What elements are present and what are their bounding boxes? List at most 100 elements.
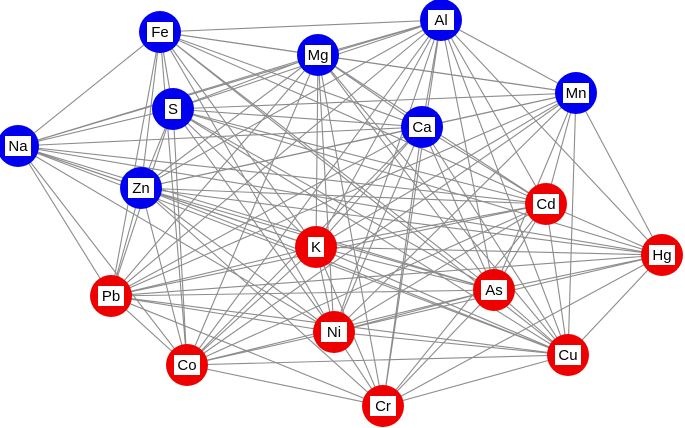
edge-hg-pb [110, 254, 663, 297]
node-label: Zn [132, 180, 150, 197]
node-label-box [174, 355, 200, 375]
node-mn: Mn [555, 72, 597, 114]
node-label: Pb [102, 288, 120, 305]
edge-ca-zn [140, 126, 423, 189]
node-label: Mg [308, 47, 329, 64]
node-label-box [98, 286, 124, 306]
edge-hg-cr [382, 254, 663, 407]
edge-hg-as [493, 254, 663, 291]
node-fe: Fe [139, 11, 181, 53]
edge-mn-co [186, 92, 577, 366]
edge-mn-k [315, 92, 577, 248]
edge-fe-as [159, 31, 495, 291]
node-label-box [563, 83, 589, 103]
node-label: S [168, 101, 178, 118]
edge-al-cd [440, 19, 547, 205]
node-label: Fe [151, 24, 169, 41]
edge-pb-ni [110, 295, 335, 333]
edge-zn-ni [140, 187, 335, 333]
edge-al-co [186, 19, 442, 366]
edge-na-ni [17, 145, 335, 333]
node-label-box [555, 345, 581, 365]
node-na: Na [0, 125, 39, 167]
node-label: Cd [536, 196, 555, 213]
node-label: Mn [566, 85, 587, 102]
node-ca: Ca [401, 106, 443, 148]
node-pb: Pb [90, 275, 132, 317]
node-label-box [5, 136, 31, 156]
edge-mg-co [186, 54, 319, 366]
edge-na-co [17, 145, 188, 366]
edge-na-cd [17, 145, 547, 205]
edge-mg-ca [317, 54, 423, 128]
node-s: S [152, 88, 194, 130]
node-label-box [308, 237, 324, 257]
edge-s-na [17, 108, 174, 147]
edge-mg-pb [110, 54, 319, 297]
node-label-box [533, 194, 559, 214]
edge-cd-cr [382, 203, 547, 407]
edge-mn-hg [575, 92, 663, 256]
edge-s-co [172, 108, 188, 366]
edge-zn-k [140, 187, 317, 248]
node-label: Co [177, 357, 196, 374]
node-k: K [295, 226, 337, 268]
edge-na-hg [17, 145, 663, 256]
edge-na-cu [17, 145, 569, 356]
edge-ca-ni [333, 126, 423, 333]
edge-pb-as [110, 289, 495, 297]
edge-al-hg [440, 19, 663, 256]
edge-cd-co [186, 203, 547, 366]
edge-zn-hg [140, 187, 663, 256]
edge-cd-k [315, 203, 547, 248]
edge-cu-cr [382, 354, 569, 407]
edge-as-cr [382, 289, 495, 407]
node-label: K [311, 239, 321, 256]
node-al: Al [420, 0, 462, 41]
edge-s-k [172, 108, 317, 248]
node-label: Ca [412, 119, 432, 136]
node-cd: Cd [525, 183, 567, 225]
node-label: Ni [327, 324, 341, 341]
edge-ca-k [315, 126, 423, 248]
edge-s-ca [172, 108, 423, 128]
node-label-box [409, 117, 435, 137]
edge-al-mn [440, 19, 577, 94]
edge-mg-s [172, 54, 319, 110]
edge-mn-s [172, 92, 577, 110]
edge-k-cu [315, 246, 569, 356]
edge-ca-cd [421, 126, 547, 205]
edge-zn-co [140, 187, 188, 366]
edge-fe-al [159, 19, 442, 33]
edge-co-cr [186, 364, 384, 407]
node-label: Hg [652, 247, 671, 264]
node-label: Na [8, 138, 28, 155]
node-label-box [370, 396, 396, 416]
edge-co-cu [186, 354, 569, 366]
edge-s-cu [172, 108, 569, 356]
edge-fe-k [159, 31, 317, 248]
node-label-box [649, 245, 675, 265]
edge-k-pb [110, 246, 317, 297]
edge-s-hg [172, 108, 663, 256]
edge-zn-cd [140, 187, 547, 205]
node-mg: Mg [297, 34, 339, 76]
edge-cd-hg [545, 203, 663, 256]
edge-na-as [17, 145, 495, 291]
node-label-box [128, 178, 154, 198]
edge-k-co [186, 246, 317, 366]
node-label: Cu [558, 347, 577, 364]
node-co: Co [166, 344, 208, 386]
edge-ni-co [186, 331, 335, 366]
node-label: Cr [375, 398, 391, 415]
edge-ca-cu [421, 126, 569, 356]
edge-na-pb [17, 145, 112, 297]
edge-mg-zn [140, 54, 319, 189]
node-label: As [485, 282, 503, 299]
edge-ni-cu [333, 331, 569, 356]
node-as: As [473, 269, 515, 311]
edge-zn-cu [140, 187, 569, 356]
edge-ca-pb [110, 126, 423, 297]
edge-k-as [315, 246, 495, 291]
